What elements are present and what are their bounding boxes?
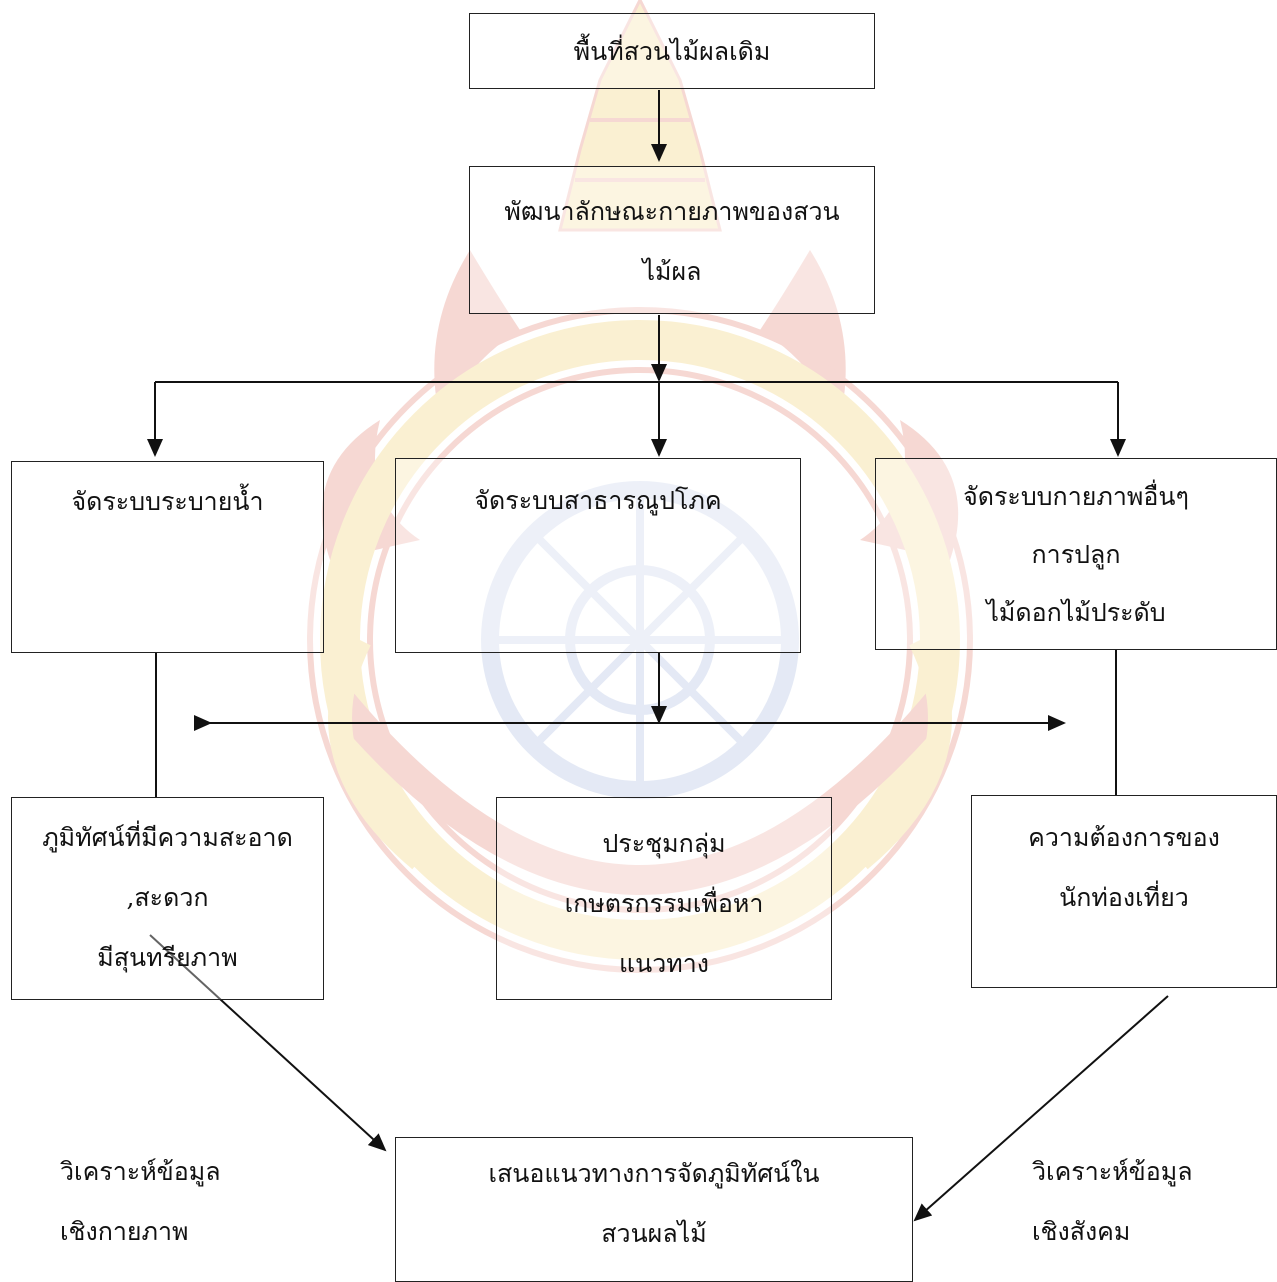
node-develop-physical: พัฒนาลักษณะกายภาพของสวน ไม้ผล — [469, 166, 875, 314]
node-tourist-needs-label: ความต้องการของ นักท่องเที่ยว — [1028, 823, 1220, 912]
node-proposal: เสนอแนวทางการจัดภูมิทัศน์ใน สวนผลไม้ — [395, 1137, 913, 1282]
node-clean-landscape: ภูมิทัศน์ที่มีความสะอาด ,สะดวก มีสุนทรีย… — [11, 797, 324, 1000]
node-other-physical: จัดระบบกายภาพอื่นๆ การปลูก ไม้ดอกไม้ประด… — [875, 458, 1277, 650]
node-tourist-needs: ความต้องการของ นักท่องเที่ยว — [971, 795, 1277, 988]
node-utilities: จัดระบบสาธารณูปโภค — [395, 458, 801, 653]
node-clean-landscape-label: ภูมิทัศน์ที่มีความสะอาด ,สะดวก มีสุนทรีย… — [42, 823, 293, 972]
node-group-meeting-label: ประชุมกลุ่ม เกษตรกรรมเพื่อหา แนวทาง — [564, 829, 764, 978]
node-original-orchard-label: พื้นที่สวนไม้ผลเดิม — [573, 37, 771, 66]
label-social-analysis: วิเคราะห์ข้อมูล เชิงสังคม — [1032, 1157, 1193, 1246]
node-develop-physical-label: พัฒนาลักษณะกายภาพของสวน ไม้ผล — [504, 197, 840, 286]
node-drainage: จัดระบบระบายน้ำ — [11, 461, 324, 653]
node-original-orchard: พื้นที่สวนไม้ผลเดิม — [469, 13, 875, 89]
node-utilities-label: จัดระบบสาธารณูปโภค — [474, 486, 722, 515]
node-other-physical-label: จัดระบบกายภาพอื่นๆ การปลูก ไม้ดอกไม้ประด… — [963, 482, 1189, 627]
label-physical-analysis: วิเคราะห์ข้อมูล เชิงกายภาพ — [60, 1157, 221, 1246]
node-drainage-label: จัดระบบระบายน้ำ — [71, 487, 264, 516]
node-proposal-label: เสนอแนวทางการจัดภูมิทัศน์ใน สวนผลไม้ — [488, 1159, 820, 1248]
node-group-meeting: ประชุมกลุ่ม เกษตรกรรมเพื่อหา แนวทาง — [496, 797, 832, 1000]
